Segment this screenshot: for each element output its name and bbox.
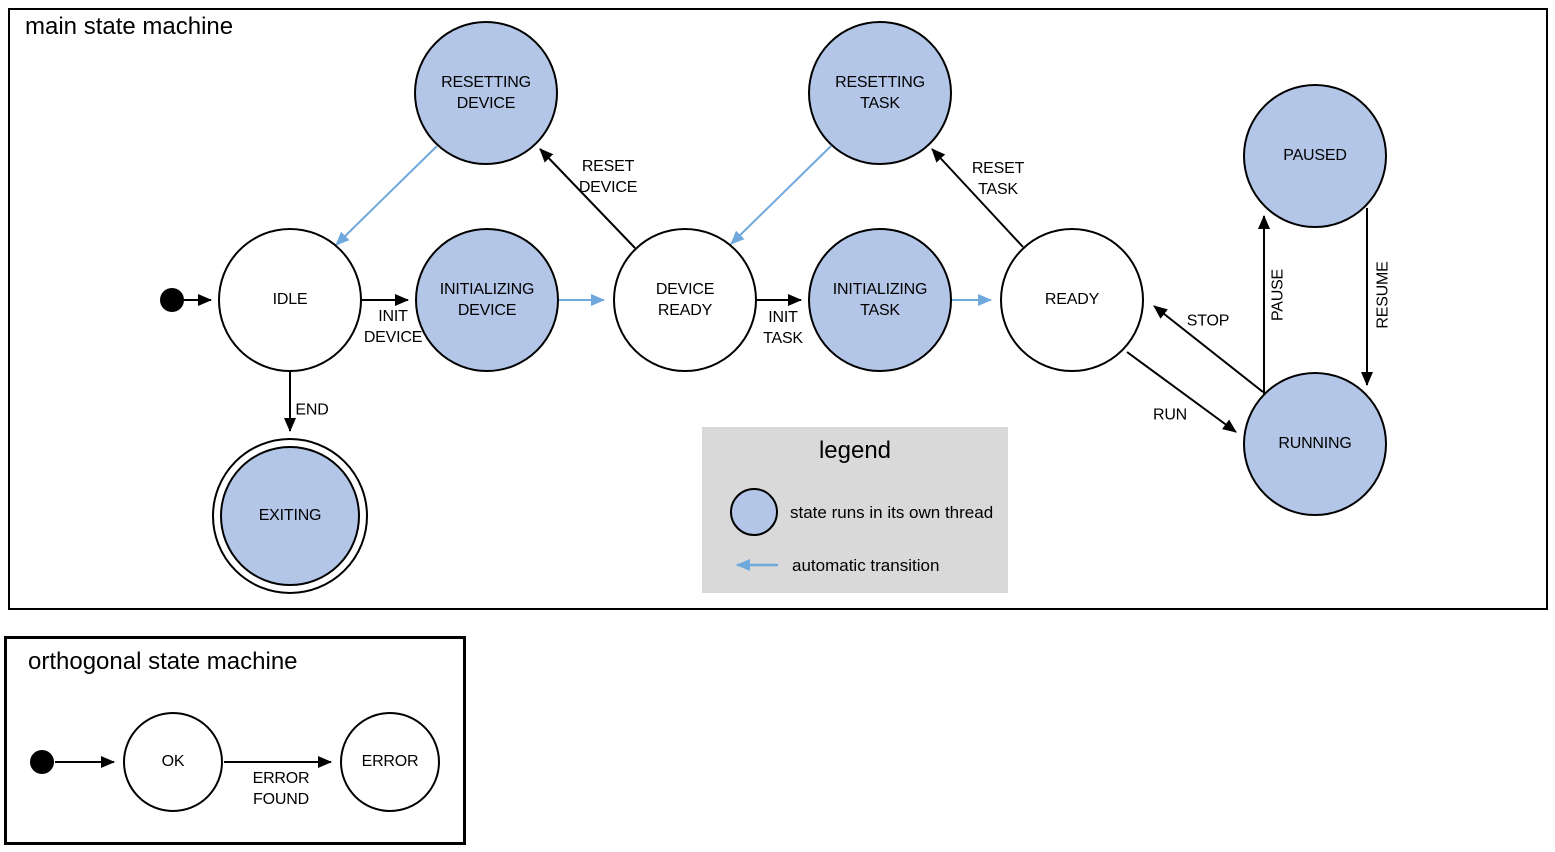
state-label-resetting-device: RESETTING DEVICE — [441, 73, 531, 112]
state-label-ready: READY — [1044, 291, 1100, 309]
orthogonal-title: orthogonal state machine — [28, 648, 298, 675]
transition-label-pause: PAUSE — [1269, 268, 1287, 322]
state-exiting-inner-circle: EXITING — [220, 446, 360, 586]
state-device-ready: DEVICE READY — [613, 228, 757, 372]
state-ok: OK — [123, 712, 223, 812]
state-label-ok: OK — [161, 753, 185, 771]
legend-title: legend — [818, 437, 892, 464]
state-resetting-task: RESETTING TASK — [808, 21, 952, 165]
transition-label-run: RUN — [1152, 406, 1188, 424]
state-label-running: RUNNING — [1278, 435, 1352, 453]
main-state-machine-box — [8, 8, 1548, 610]
transition-label-resume: RESUME — [1374, 261, 1392, 329]
transition-label-init-device: INIT DEVICE — [363, 308, 423, 346]
transition-label-stop: STOP — [1186, 312, 1230, 330]
initial-state-dot-orthogonal — [30, 750, 54, 774]
state-paused: PAUSED — [1243, 84, 1387, 228]
state-label-exiting: EXITING — [258, 507, 322, 525]
state-label-error: ERROR — [361, 753, 419, 771]
state-label-initializing-device: INITIALIZING DEVICE — [439, 280, 535, 319]
state-initializing-device: INITIALIZING DEVICE — [415, 228, 559, 372]
state-idle: IDLE — [218, 228, 362, 372]
state-label-paused: PAUSED — [1283, 147, 1347, 165]
state-label-idle: IDLE — [272, 291, 308, 309]
state-ready: READY — [1000, 228, 1144, 372]
transition-label-reset-device: RESET DEVICE — [578, 158, 638, 196]
transition-label-end: END — [295, 401, 329, 419]
orthogonal-state-machine-box — [4, 636, 466, 845]
threaded-state-swatch-icon — [730, 488, 778, 536]
transition-label-reset-task: RESET TASK — [971, 160, 1025, 198]
state-resetting-device: RESETTING DEVICE — [414, 21, 558, 165]
state-error: ERROR — [340, 712, 440, 812]
state-running: RUNNING — [1243, 372, 1387, 516]
state-label-device-ready: DEVICE READY — [655, 280, 715, 319]
transition-label-init-task: INIT TASK — [763, 309, 803, 347]
legend-item-automatic-transition: automatic transition — [792, 556, 940, 575]
transition-label-error-found: ERROR FOUND — [252, 770, 310, 808]
main-title: main state machine — [25, 13, 234, 40]
state-initializing-task: INITIALIZING TASK — [808, 228, 952, 372]
state-exiting-final: EXITING — [212, 438, 368, 594]
legend-item-threaded-state: state runs in its own thread — [790, 503, 994, 522]
state-label-initializing-task: INITIALIZING TASK — [832, 280, 928, 319]
initial-state-dot-main — [160, 288, 184, 312]
state-label-resetting-task: RESETTING TASK — [835, 73, 925, 112]
